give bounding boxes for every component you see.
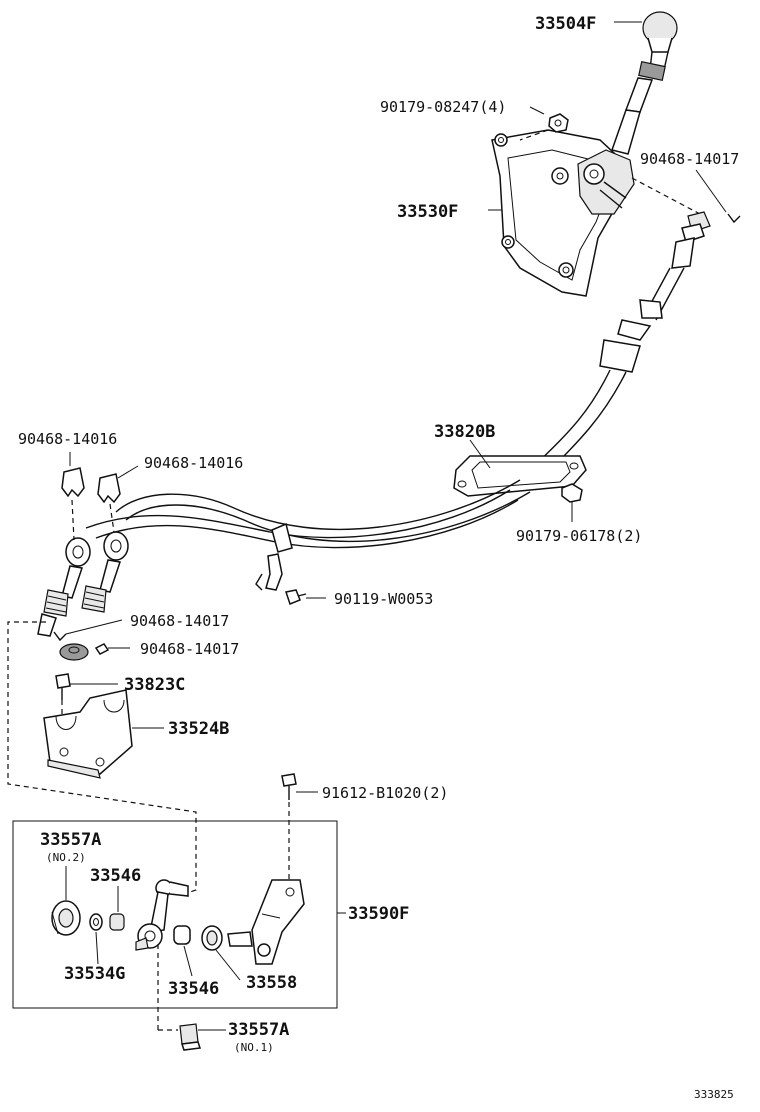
subassembly-box (12, 820, 338, 1009)
shift-lever-arm (135, 879, 189, 951)
bush-33557A-no1 (179, 1023, 202, 1051)
label-33534G: 33534G (64, 964, 125, 984)
bush-33557A-no2 (51, 900, 81, 936)
lever-bracket-33530F (491, 129, 635, 297)
nut-90179-06178 (561, 483, 583, 503)
bolt-33823C (55, 673, 71, 700)
label-90119-W0053: 90119-W0053 (334, 590, 433, 608)
label-33530F: 33530F (397, 202, 458, 222)
bush-33546-top (109, 913, 125, 931)
label-no1: (NO.1) (234, 1041, 274, 1054)
seal-33558 (201, 925, 223, 951)
clip-90468-14017-a (53, 631, 67, 642)
label-90468-14017-top: 90468-14017 (640, 150, 739, 168)
clip-90468-14016-left (61, 467, 85, 498)
label-90468-14017-a: 90468-14017 (130, 612, 229, 630)
label-33557A-bottom: 33557A (228, 1020, 289, 1040)
figure-number: 333825 (694, 1088, 734, 1101)
boot-left (43, 589, 69, 617)
selector-bracket (227, 879, 305, 965)
nut-90179-08247 (548, 113, 569, 133)
label-90179-06178: 90179-06178(2) (516, 527, 642, 545)
label-90468-14016-a: 90468-14016 (18, 430, 117, 448)
clip-90468-14017-top (727, 213, 741, 224)
label-33590F: 33590F (348, 904, 409, 924)
label-33524B: 33524B (168, 719, 229, 739)
label-91612-B1020: 91612-B1020(2) (322, 784, 448, 802)
cable-bracket-33524B (43, 689, 133, 779)
label-33546-bottom: 33546 (168, 979, 219, 999)
pin-90468-14017-b (94, 643, 110, 655)
clip-90468-14016-right (97, 473, 121, 504)
shift-knob-33504F (611, 11, 678, 155)
label-33558: 33558 (246, 973, 297, 993)
bolt-91612-B1020 (281, 773, 297, 800)
label-90468-14016-b: 90468-14016 (144, 454, 243, 472)
washer-33534G (89, 913, 103, 931)
label-33823C: 33823C (124, 675, 185, 695)
shift-cable-33820B (37, 211, 711, 661)
label-33820B: 33820B (434, 422, 495, 442)
label-33504F: 33504F (535, 14, 596, 34)
label-33557A-top: 33557A (40, 830, 101, 850)
label-33546-top: 33546 (90, 866, 141, 886)
bolt-90119-W0053 (285, 589, 307, 605)
label-90468-14017-b: 90468-14017 (140, 640, 239, 658)
label-90179-08247: 90179-08247(4) (380, 98, 506, 116)
label-no2: (NO.2) (46, 851, 86, 864)
boot-right (81, 585, 107, 613)
bush-33546-bottom (173, 925, 191, 945)
